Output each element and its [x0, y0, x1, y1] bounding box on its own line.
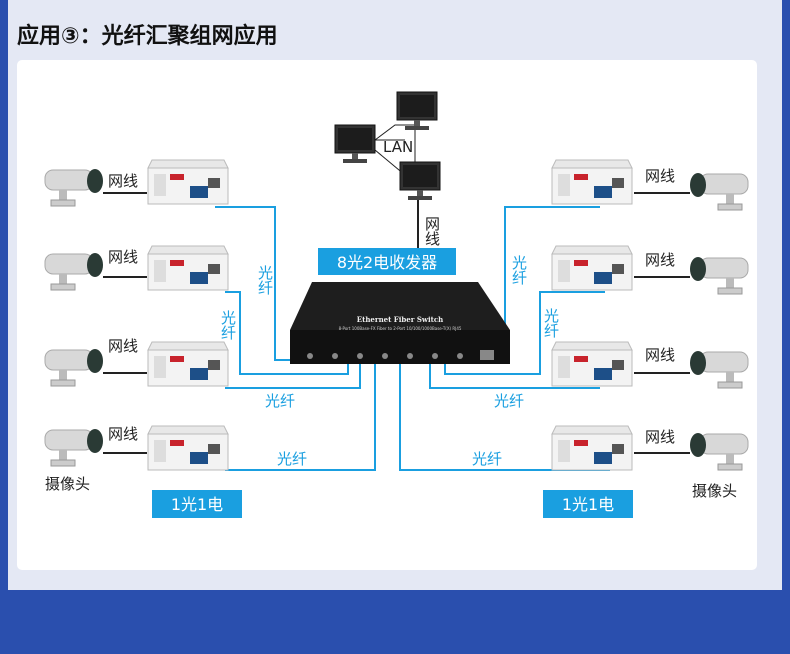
converter-label: 1光1电: [171, 495, 223, 514]
ethernet-label: 网线: [645, 346, 675, 364]
lan-label: LAN: [383, 138, 413, 156]
camera-label: 摄像头: [45, 475, 90, 493]
converter-icon: [147, 425, 229, 471]
camera-label: 摄像头: [692, 482, 737, 500]
fiber-label: 光纤: [219, 310, 237, 340]
fiber-label: 光纤: [494, 392, 524, 410]
converter-icon: [147, 159, 229, 205]
ethernet-label: 网线: [108, 337, 138, 355]
converter-icon: [551, 425, 633, 471]
camera-icon: [44, 168, 104, 207]
fiber-label: 光纤: [542, 308, 560, 338]
page-title: 应用③：光纤汇聚组网应用: [17, 24, 278, 49]
ethernet-label: 网线: [645, 428, 675, 446]
converter-icon: [147, 245, 229, 291]
fiber-label: 光纤: [277, 450, 307, 468]
camera-icon: [44, 252, 104, 291]
converter-icon: [551, 159, 633, 205]
computer-icon: [396, 91, 438, 131]
ethernet-label: 网线: [645, 167, 675, 185]
uplink-cable-label: 网线: [423, 216, 441, 246]
computer-icon: [334, 124, 376, 164]
converter-label: 1光1电: [562, 495, 614, 514]
fiber-label: 光纤: [472, 450, 502, 468]
converter-icon: [551, 245, 633, 291]
converter-icon: [551, 341, 633, 387]
camera-icon: [44, 348, 104, 387]
computer-icon: [399, 161, 441, 201]
ethernet-label: 网线: [108, 425, 138, 443]
right-endpoints: 网线 网线 网线 网线 摄像头 1光1电: [543, 159, 749, 518]
switch-label: 8光2电收发器: [337, 253, 437, 272]
ethernet-label: 网线: [645, 251, 675, 269]
lan-network: LAN 网线: [334, 91, 441, 250]
fiber-switch: 8光2电收发器 Ethernet Fiber Switch 8-Port 100…: [290, 248, 510, 364]
switch-name: Ethernet Fiber Switch: [357, 315, 443, 324]
ethernet-label: 网线: [108, 172, 138, 190]
fiber-label: 光纤: [265, 392, 295, 410]
converter-icon: [147, 341, 229, 387]
camera-icon: [44, 428, 104, 467]
ethernet-label: 网线: [108, 248, 138, 266]
fiber-label: 光纤: [256, 265, 274, 295]
left-endpoints: 网线 网线 网线 网线 摄像头 1光1电: [44, 159, 242, 518]
fiber-label: 光纤: [510, 255, 528, 285]
switch-spec: 8-Port 100Base-FX Fiber to 2-Port 10/100…: [339, 326, 462, 331]
